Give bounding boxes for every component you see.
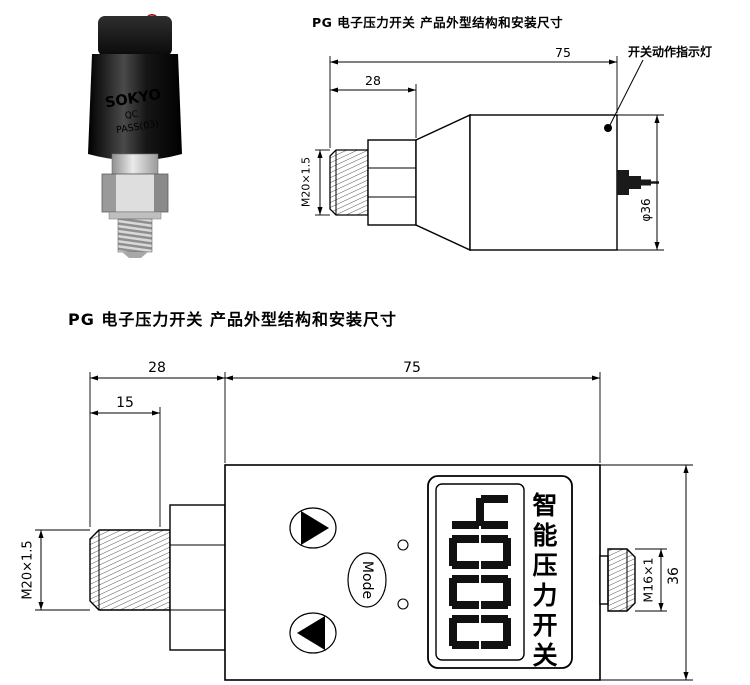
- status-led-dot: [397, 539, 409, 551]
- sensor-thread-tip: [122, 252, 148, 258]
- bottom-dimension-drawing: Mode 28 75 15 M20×1.5: [21, 360, 693, 681]
- top-drawing-title: PG 电子压力开关 产品外型结构和安装尺寸: [312, 15, 564, 30]
- sensor-body: [88, 54, 182, 161]
- sensor-hex-nut: [101, 173, 169, 213]
- dim-thread-spec-left: M20×1.5: [21, 529, 90, 611]
- dim-value: φ36: [639, 198, 653, 221]
- dim-value: 15: [116, 395, 134, 411]
- sensor-thread: [117, 218, 153, 253]
- top-dimension-drawing: 开关动作指示灯 75 28 M20×1.5 φ36: [300, 44, 712, 252]
- dim-thread-spec-right: M16×1: [635, 548, 667, 612]
- sensor-washer: [108, 211, 162, 220]
- bottom-drawing-title: PG 电子压力开关 产品外型结构和安装尺寸: [68, 310, 398, 329]
- thread-stud-left: [89, 529, 171, 611]
- dim-value: 75: [555, 45, 571, 60]
- cable-connector: [617, 170, 659, 195]
- dim-value: 36: [666, 567, 682, 585]
- dim-body-diameter: φ36: [617, 114, 664, 251]
- dim-value: 75: [403, 360, 421, 376]
- dim-thread-length: 15: [90, 395, 161, 527]
- down-arrow-icon: [297, 616, 325, 650]
- dim-value: 28: [148, 360, 166, 376]
- mode-button: Mode: [347, 552, 387, 608]
- dim-value: M16×1: [641, 557, 656, 602]
- dim-value: M20×1.5: [21, 540, 36, 599]
- seven-segment-display: [449, 495, 511, 649]
- adapter-cone: [415, 113, 471, 252]
- mode-button-label: Mode: [359, 561, 375, 599]
- down-button: [289, 612, 337, 654]
- dim-value: M20×1.5: [300, 157, 313, 207]
- switch-indicator-dot: [604, 124, 612, 132]
- hex-nut: [367, 139, 417, 226]
- sensor-housing: [469, 114, 618, 251]
- status-led-dot: [397, 598, 409, 610]
- hex-nut: [169, 504, 226, 651]
- sensor-neck: [111, 153, 159, 175]
- dim-thread-section: 28: [330, 73, 417, 138]
- dim-thread-section: 28: [89, 360, 226, 527]
- thread-stud-right: [607, 548, 636, 612]
- up-arrow-icon: [301, 511, 329, 545]
- dim-thread-spec: M20×1.5: [300, 149, 330, 216]
- dim-body-length: 75: [225, 360, 601, 463]
- up-button: [289, 507, 337, 549]
- indicator-label: 开关动作指示灯: [628, 44, 712, 59]
- display-side-label: 智能压力开关: [529, 492, 558, 672]
- qc-text: QC: [124, 110, 139, 122]
- dim-body-height: 36: [600, 464, 693, 681]
- dim-value: 28: [365, 73, 381, 88]
- product-photo: SOKYO QC PASS(03): [88, 14, 182, 258]
- indicator-leader-line: [609, 59, 644, 126]
- sensor-cap: [98, 16, 172, 56]
- dim-total-length: 75: [329, 45, 618, 148]
- connector-neck: [599, 555, 609, 605]
